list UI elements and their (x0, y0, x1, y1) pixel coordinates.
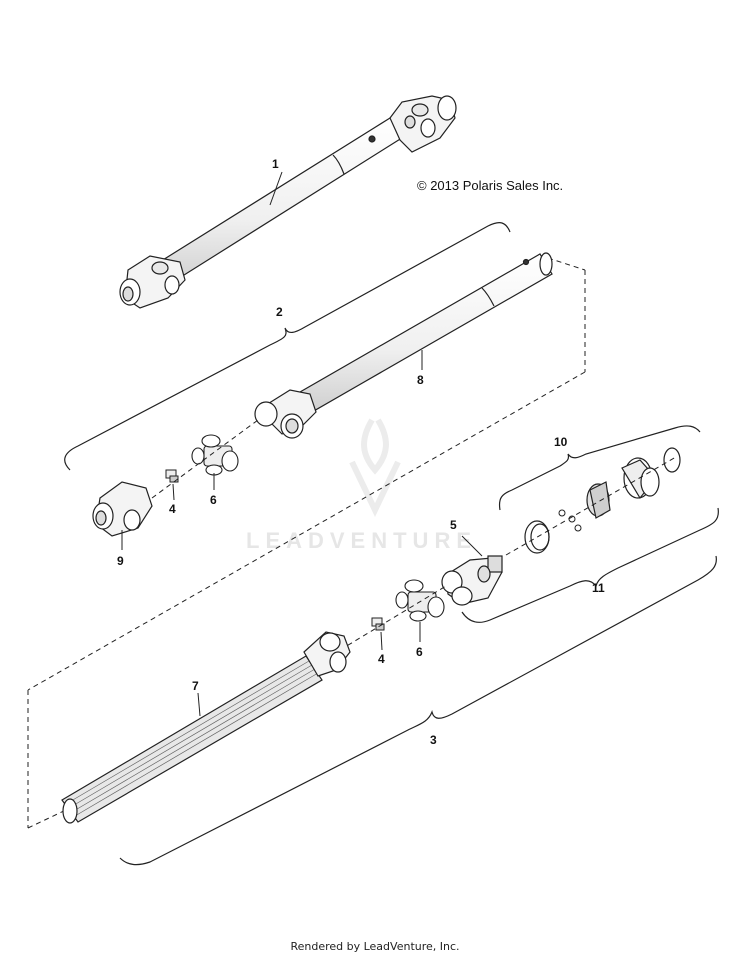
shaft-half-8 (254, 252, 553, 439)
watermark-text: LEADVENTURE (246, 528, 478, 553)
callout-11: 11 (592, 581, 605, 595)
callout-6-upper: 6 (210, 493, 217, 507)
prop-shaft-assembly (119, 95, 457, 309)
bracket-2 (64, 222, 511, 471)
callout-9: 9 (117, 554, 124, 568)
callout-2: 2 (276, 305, 283, 319)
bracket-10 (498, 425, 701, 511)
callout-4-upper: 4 (169, 502, 176, 516)
callout-3: 3 (430, 733, 437, 747)
bracket-11 (461, 507, 719, 623)
u-joint-cross-upper (191, 434, 239, 476)
callout-7: 7 (192, 679, 199, 693)
callout-4-lower: 4 (378, 652, 385, 666)
watermark-logo-icon (349, 418, 401, 517)
callout-10: 10 (554, 435, 568, 449)
dashed-outline (27, 257, 586, 829)
splined-shaft-7 (61, 631, 351, 824)
left-u-joint (119, 255, 186, 309)
seal-ring-small (524, 520, 550, 554)
copyright-notice: © 2013 Polaris Sales Inc. (417, 178, 564, 193)
slip-yoke-5 (441, 555, 503, 606)
callout-6-lower: 6 (416, 645, 423, 659)
right-u-joint (389, 95, 457, 153)
callout-5: 5 (450, 518, 457, 532)
u-joint-cross-lower (395, 579, 445, 622)
grease-fitting-lower (371, 617, 385, 631)
snap-ring (663, 447, 681, 473)
callout-8: 8 (417, 373, 424, 387)
bracket-3 (119, 555, 717, 866)
callout-1: 1 (272, 157, 279, 171)
footer-credit: Rendered by LeadVenture, Inc. (290, 940, 460, 953)
yoke-9 (92, 481, 153, 537)
seal-ring-large (621, 457, 660, 500)
needle-bearing (586, 481, 611, 519)
